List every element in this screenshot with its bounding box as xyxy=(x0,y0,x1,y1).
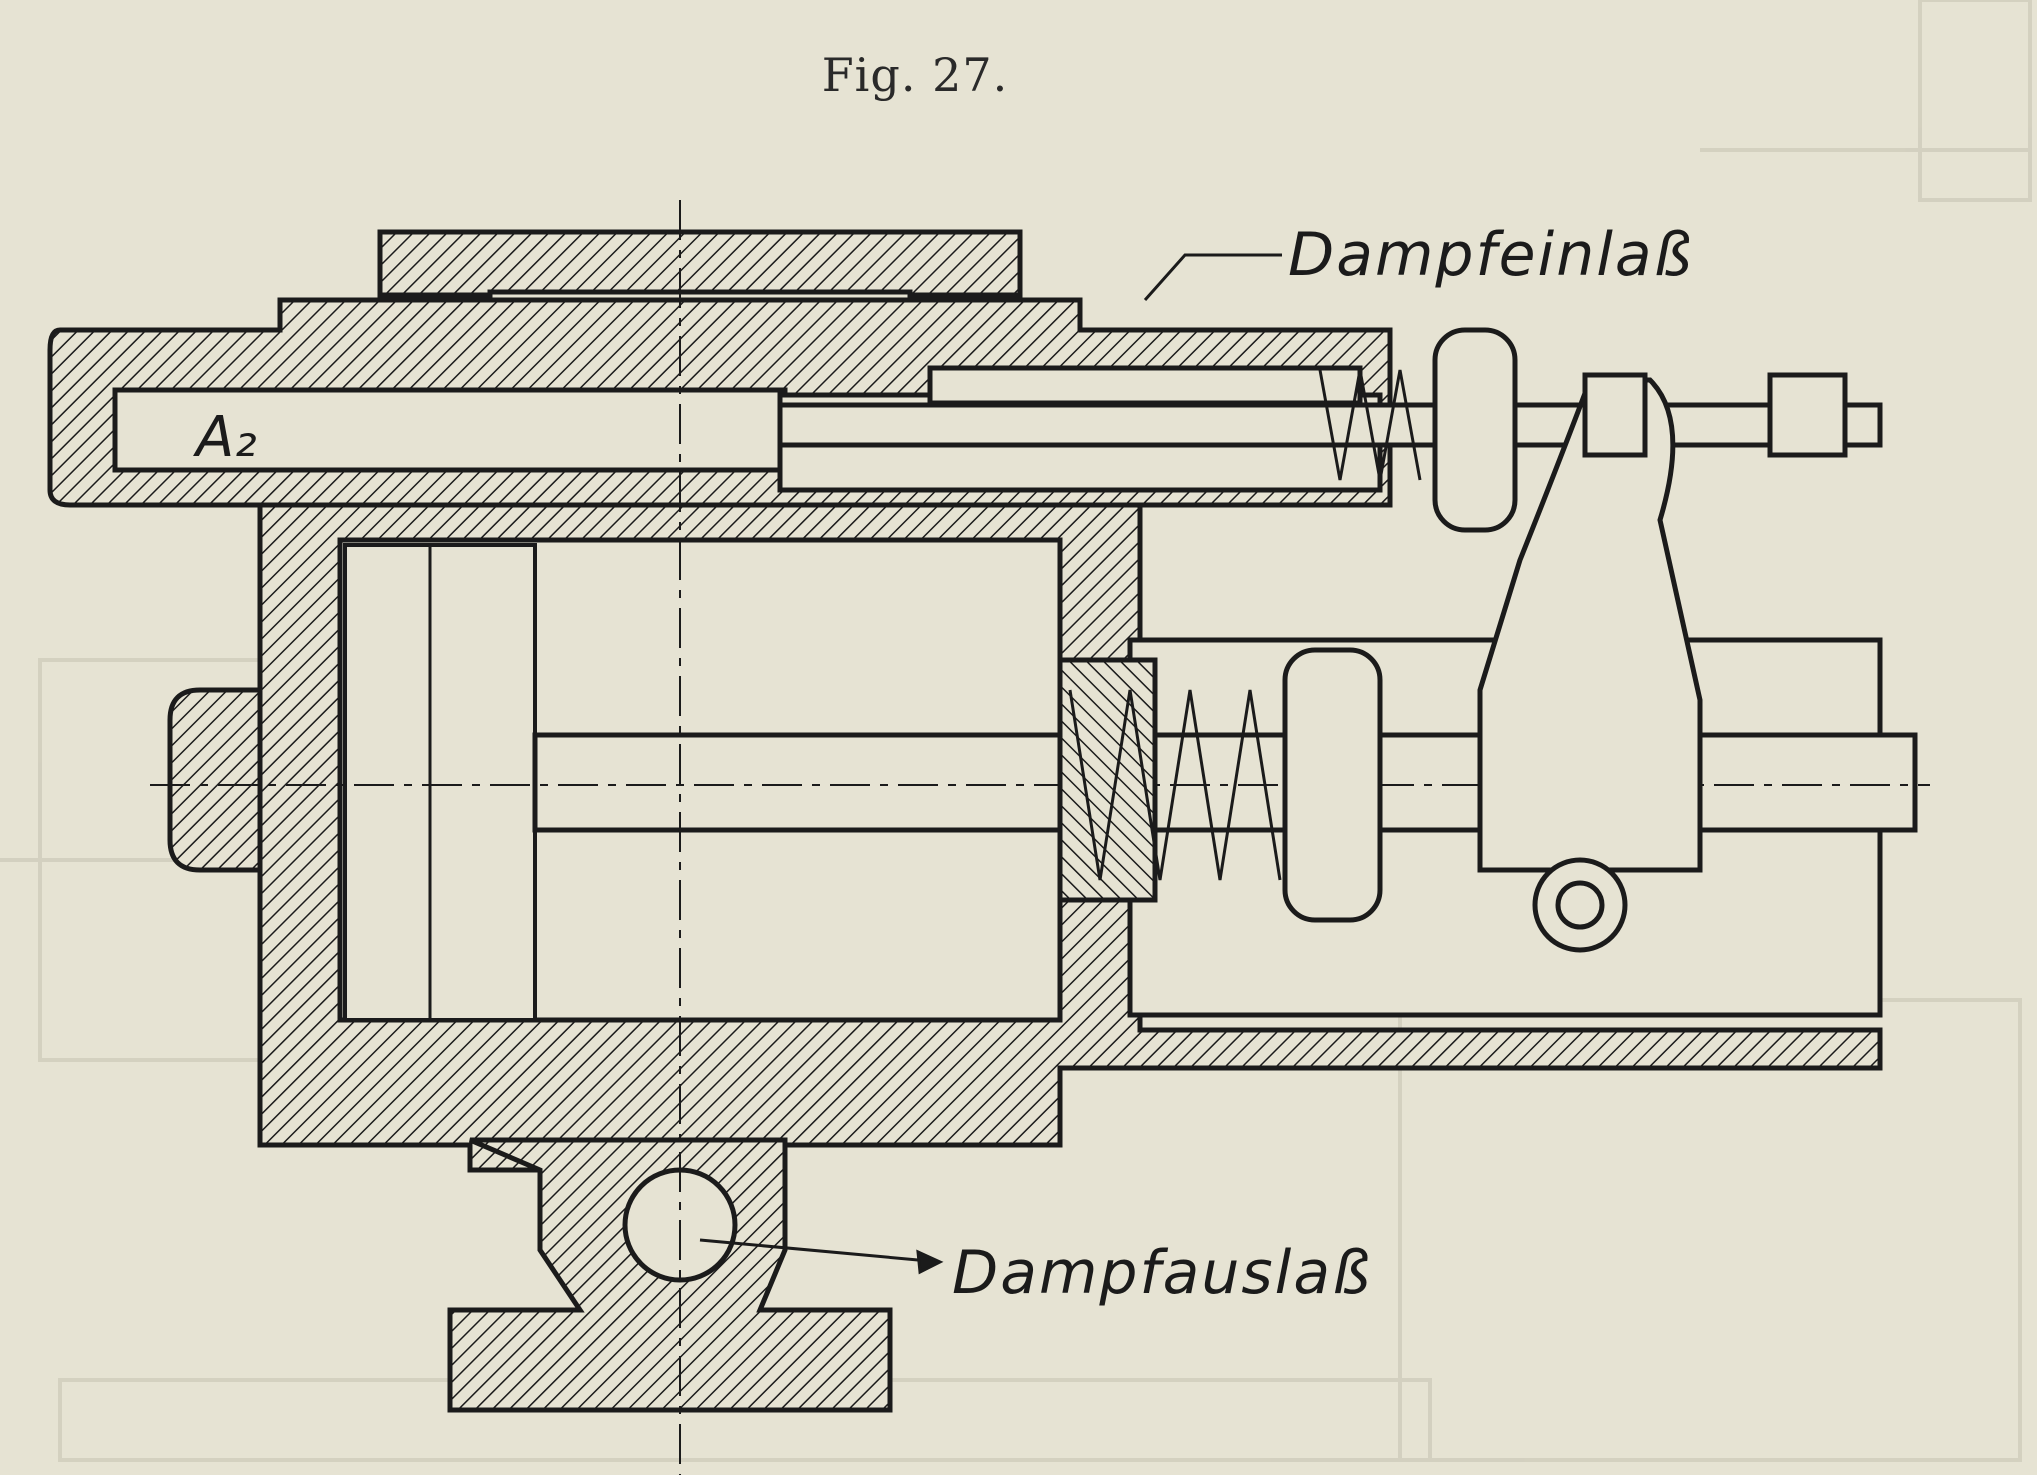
label-steam-outlet: Dampfauslaß xyxy=(952,1238,1372,1308)
label-part-a2: A₂ xyxy=(196,405,257,470)
figure-caption: Fig. 27. xyxy=(821,48,1009,102)
spring xyxy=(1068,689,1282,881)
leader-lines xyxy=(699,253,1282,1275)
leader-arrow xyxy=(1143,253,1282,301)
label-steam-inlet: Dampfeinlaß xyxy=(1288,220,1694,290)
top-cap xyxy=(377,229,1023,298)
piston xyxy=(343,543,537,1022)
gland xyxy=(1057,657,1158,903)
collar xyxy=(1282,647,1383,923)
piston-rod xyxy=(532,732,1918,833)
cylinder-body xyxy=(47,200,1930,1475)
